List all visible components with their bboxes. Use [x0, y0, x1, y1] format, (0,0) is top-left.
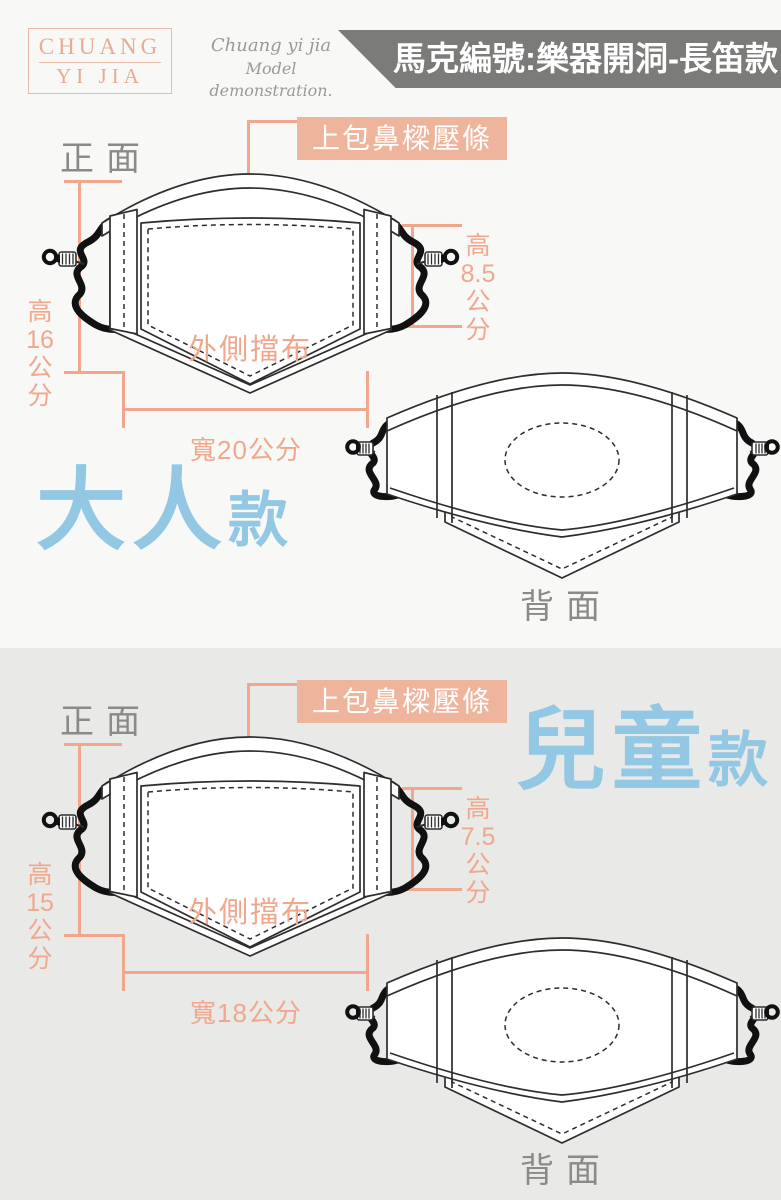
adult-width-line	[122, 408, 369, 411]
child-height-left-value: 高 15 公 分	[26, 861, 54, 973]
child-size-label: 兒童款	[516, 706, 768, 796]
adult-back-mask-drawing	[345, 368, 780, 583]
brand-logo: CHUANG YI JIA	[28, 28, 172, 94]
child-size-suffix: 款	[708, 727, 768, 794]
product-title-text: 馬克編號:樂器開洞-長笛款	[393, 40, 778, 77]
child-width-value: 寬18公分	[190, 998, 302, 1028]
adult-nose-callout-line-v	[247, 120, 250, 187]
adult-size-suffix: 款	[228, 487, 288, 554]
child-height-left-tick-top	[64, 743, 122, 746]
child-nose-callout-line-v	[247, 683, 250, 750]
adult-front-view-label: 正面	[60, 140, 152, 178]
adult-size-label: 大人款	[36, 466, 288, 556]
child-section-background	[0, 648, 781, 1200]
child-width-tick-left	[122, 934, 125, 991]
child-width-line	[122, 971, 369, 974]
child-front-view-label: 正面	[60, 703, 152, 741]
child-back-mask-drawing	[345, 933, 780, 1148]
adult-height-left-tick-bottom	[64, 371, 122, 374]
child-nose-strip-label: 上包鼻樑壓條	[297, 680, 507, 723]
adult-height-left-value: 高 16 公 分	[26, 298, 54, 410]
child-size-main: 兒童	[516, 701, 708, 801]
adult-width-value: 寬20公分	[190, 435, 302, 465]
adult-outer-cloth-label: 外側擋布	[187, 332, 312, 366]
brand-tagline-line2: Model demonstration.	[209, 59, 333, 100]
brand-logo-line1: CHUANG	[38, 34, 162, 59]
child-height-left-tick-bottom	[64, 934, 122, 937]
child-back-view-label: 背面	[520, 1152, 612, 1190]
brand-logo-divider	[39, 62, 161, 63]
adult-height-left-tick-top	[64, 180, 122, 183]
child-width-tick-right	[366, 934, 369, 991]
adult-height-right-line	[411, 224, 414, 328]
product-title-banner: 馬克編號:樂器開洞-長笛款	[338, 30, 781, 88]
child-nose-callout-line-h	[247, 683, 299, 686]
adult-nose-callout-line-h	[247, 120, 299, 123]
child-outer-cloth-label: 外側擋布	[187, 895, 312, 929]
adult-size-main: 大人	[36, 461, 228, 561]
adult-height-right-tick-bottom	[402, 325, 462, 328]
brand-tagline-line1: Chuang yi jia	[210, 35, 332, 56]
adult-width-tick-right	[366, 371, 369, 428]
adult-height-right-tick-top	[402, 224, 462, 227]
child-height-right-value: 高 7.5 公 分	[460, 795, 496, 907]
child-height-right-tick-top	[402, 787, 462, 790]
brand-logo-line2: YI JIA	[56, 64, 144, 88]
adult-back-view-label: 背面	[520, 588, 612, 626]
child-height-right-line	[411, 787, 414, 891]
child-height-right-tick-bottom	[402, 888, 462, 891]
brand-tagline: Chuang yi jia Model demonstration.	[196, 34, 346, 102]
adult-width-tick-left	[122, 371, 125, 428]
adult-height-right-value: 高 8.5 公 分	[460, 232, 496, 344]
adult-nose-strip-label: 上包鼻樑壓條	[297, 117, 507, 160]
